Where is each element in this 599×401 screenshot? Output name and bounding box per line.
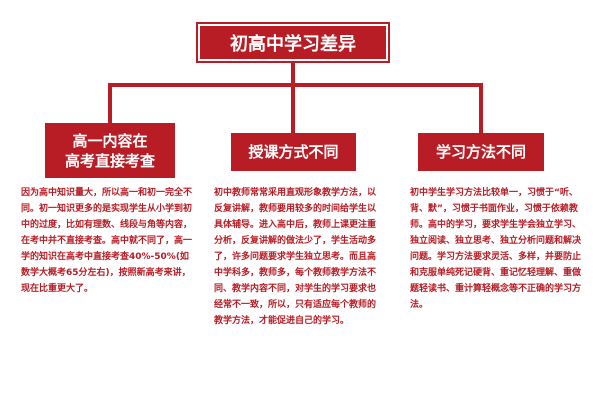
category-content-in-exam: 高一内容在 高考直接考查 [45, 123, 175, 178]
category-label-line: 高一内容在 [72, 131, 148, 150]
category-teaching-method: 授课方式不同 [231, 133, 356, 171]
category-description-teaching-method: 初中教师常常采用直观形象教学方法，以反复讲解，教师要用较多的时间给学生以具体辅导… [214, 188, 377, 326]
category-description-learning-method: 初中学生学习方法比较单一，习惯于“听、背、默”，习惯于书面作业，习惯于依赖教师。… [410, 188, 582, 310]
category-description-content-in-exam: 因为高中知识量大，所以高一和初一完全不同。初一知识更多的是实现学生从小学到初中的… [21, 188, 193, 294]
category-label-line: 高考直接考查 [64, 151, 155, 170]
category-learning-method: 学习方法不同 [418, 133, 544, 171]
category-label-line: 学习方法不同 [435, 143, 526, 161]
category-label-line: 授课方式不同 [248, 143, 339, 161]
diagram-title: 初高中学习差异 [196, 22, 390, 63]
